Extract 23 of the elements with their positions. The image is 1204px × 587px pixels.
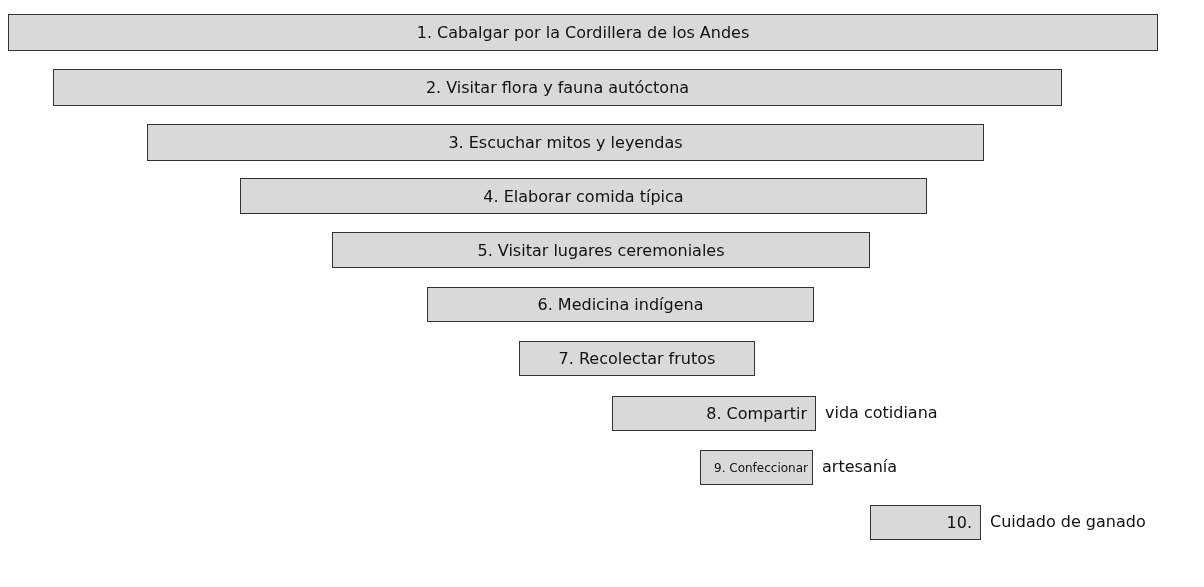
ranking-bar: [332, 232, 870, 268]
bar-label: 8. Compartir: [706, 404, 807, 423]
bar-label: 5. Visitar lugares ceremoniales: [477, 240, 725, 260]
ranking-bar: [427, 287, 814, 322]
bar-label: 9. Confeccionar: [714, 460, 808, 475]
ranking-bar: [8, 14, 1158, 51]
ranking-bar: [147, 124, 984, 161]
bar-label: 6. Medicina indígena: [537, 295, 704, 314]
ranking-bar: [53, 69, 1062, 106]
ranking-bar: [519, 341, 755, 376]
bar-label: 3. Escuchar mitos y leyendas: [448, 133, 683, 152]
bar-caption: Cuidado de ganado: [990, 512, 1146, 531]
ranking-bar: [240, 178, 927, 214]
bar-label: 2. Visitar flora y fauna autóctona: [425, 78, 690, 97]
bar-caption: vida cotidiana: [825, 403, 938, 422]
ranking-bar: [870, 505, 981, 540]
bar-label: 7. Recolectar frutos: [558, 349, 716, 368]
bar-caption: artesanía: [822, 457, 898, 476]
ranking-bar: [700, 450, 813, 485]
ranking-bar: [612, 396, 816, 431]
bar-label: 4. Elaborar comida típica: [483, 186, 684, 206]
bar-label: 10.: [946, 513, 972, 532]
bar-label: 1. Cabalgar por la Cordillera de los Andes: [416, 23, 750, 42]
